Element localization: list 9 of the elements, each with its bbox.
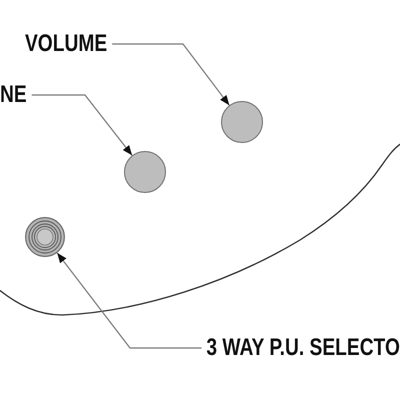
part-label: NE [0, 83, 27, 107]
leader-arrow [112, 43, 230, 106]
leader-arrow [56, 252, 202, 349]
control-knob [221, 101, 263, 143]
selector-switch [25, 217, 65, 257]
part-label: 3 WAY P.U. SELECTO [206, 336, 400, 360]
part-label: VOLUME [25, 32, 108, 56]
control-knob [124, 151, 166, 193]
leader-arrow [32, 94, 133, 156]
